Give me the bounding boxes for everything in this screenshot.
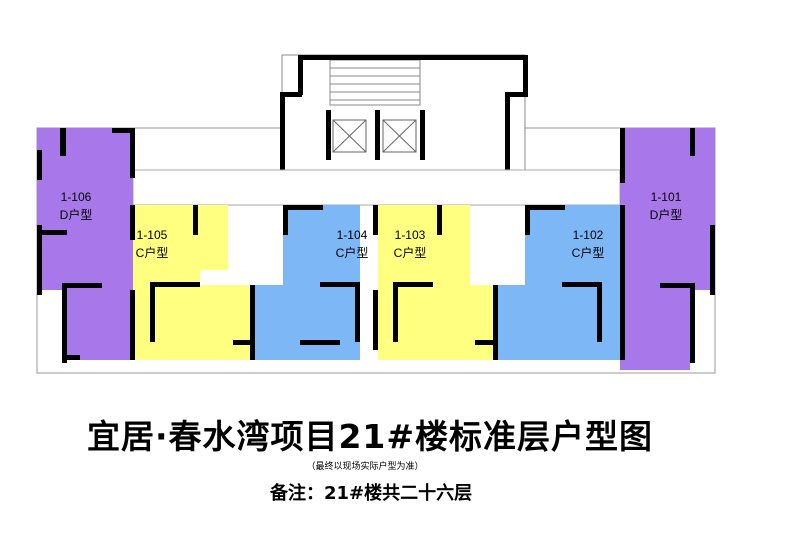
elevator-icon: [332, 119, 417, 153]
unit-number: 1-101: [650, 190, 682, 204]
unit-1-106-area: [37, 128, 133, 360]
unit-type: D户型: [649, 208, 683, 222]
unit-number: 1-106: [60, 190, 92, 204]
unit-type: C户型: [135, 246, 169, 260]
unit-1-102-area: [497, 205, 620, 360]
unit-number: 1-102: [572, 228, 604, 242]
unit-type: C户型: [335, 246, 369, 260]
unit-type: C户型: [571, 246, 605, 260]
unit-1-104-area: [255, 205, 360, 360]
unit-type: C户型: [393, 246, 427, 260]
corridor: [132, 169, 621, 206]
page-title: 宜居·春水湾项目21#楼标准层户型图: [86, 417, 654, 456]
unit-type: D户型: [59, 208, 93, 222]
unit-number: 1-103: [394, 228, 426, 242]
note: 备注：21#楼共二十六层: [270, 483, 473, 504]
unit-walls: [37, 128, 715, 363]
unit-number: 1-105: [136, 228, 168, 242]
unit-1-103-area: [378, 205, 497, 360]
unit-number: 1-104: [336, 228, 368, 242]
unit-1-101-area: [620, 128, 715, 370]
subtitle: （最终以现场实际户型为准）: [306, 462, 424, 472]
core-walls: [280, 55, 528, 172]
